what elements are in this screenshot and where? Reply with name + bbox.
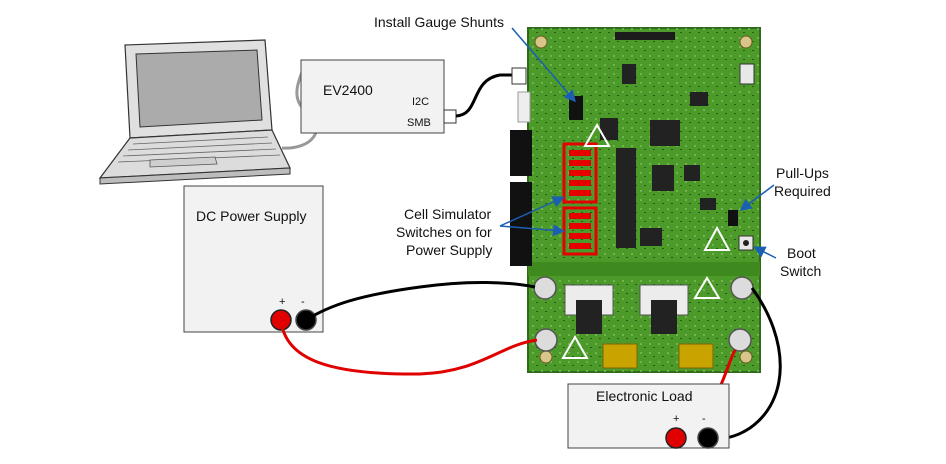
load-plus-terminal [665,427,687,449]
electronic-load-box: Electronic Load + - [567,383,730,449]
ev2400-label: EV2400 [323,82,373,98]
laptop-icon [98,39,291,185]
ev2400-box: EV2400 I2C SMB [300,59,457,134]
warning-triangle-icon [561,122,731,359]
cell-sim-switch-block-1 [562,142,598,204]
comm-cable [455,73,514,118]
load-minus-label: - [702,413,706,425]
cell-sim-arrow-2 [499,224,565,237]
boot-switch-label-line1: Boot [787,245,816,261]
psu-negative-wire [305,280,536,322]
cell-sim-label-line2: Switches on for [396,224,492,240]
i2c-label: I2C [412,96,429,108]
psu-positive-wire [279,319,538,376]
pcb-board [510,27,761,373]
cell-sim-arrow-1 [499,196,565,227]
pullups-arrow [739,184,775,211]
install-gauge-shunts-arrow [511,27,576,103]
boot-switch-arrow [753,246,777,259]
install-gauge-shunts-label: Install Gauge Shunts [374,14,504,30]
pullups-label-line1: Pull-Ups [776,165,829,181]
psu-minus-label: - [301,296,305,308]
cell-sim-label-line3: Power Supply [406,242,492,258]
board-connector [511,67,527,85]
dc-power-supply-box: DC Power Supply + - [183,185,324,333]
cell-sim-label-line1: Cell Simulator [404,206,491,222]
pullups-label-line2: Required [774,183,831,199]
electronic-load-label: Electronic Load [596,388,693,404]
load-plus-label: + [673,413,679,425]
boot-switch-label-line2: Switch [780,263,821,279]
smb-label: SMB [407,117,431,129]
psu-plus-label: + [279,296,285,308]
load-minus-terminal [697,427,719,449]
dc-power-supply-label: DC Power Supply [196,208,307,224]
